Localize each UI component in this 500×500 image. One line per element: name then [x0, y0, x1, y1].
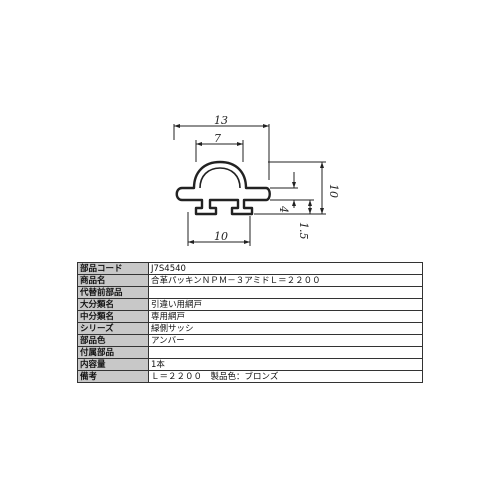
spec-table: 部品コード J7S4540 商品名 合革パッキンＮＰＭ－３アミドＬ＝２２００ 代… — [77, 262, 423, 383]
dim-overall-width: 13 — [214, 114, 228, 127]
row-label: 商品名 — [77, 274, 149, 287]
row-label: 大分類名 — [77, 298, 149, 311]
row-value: 緑側サッシ — [148, 322, 423, 335]
gasket-outline — [175, 160, 271, 216]
dim-bottom-width: 10 — [214, 230, 228, 243]
row-label: 付属部品 — [77, 346, 149, 359]
dome-inner-line — [199, 167, 241, 189]
row-label: シリーズ — [77, 322, 149, 335]
row-value: J7S4540 — [148, 262, 423, 275]
row-label: 部品コード — [77, 262, 149, 275]
row-value: 専用網戸 — [148, 310, 423, 323]
profile-drawing: 13 7 4 1.5 10 10 — [160, 112, 340, 258]
table-row: 代替前部品 — [77, 286, 423, 299]
dim-top-width: 7 — [214, 132, 221, 145]
row-value — [148, 346, 423, 359]
row-label: 中分類名 — [77, 310, 149, 323]
row-value: Ｌ＝２２００ 製品色：ブロンズ — [148, 370, 423, 383]
row-value: 1本 — [148, 358, 423, 371]
table-row: 部品色 アンバー — [77, 334, 423, 347]
dim-height-a: 4 — [277, 205, 290, 213]
dim-overall-height: 10 — [327, 184, 340, 198]
table-row: シリーズ 緑側サッシ — [77, 322, 423, 335]
row-value: アンバー — [148, 334, 423, 347]
table-row: 大分類名 引違い用網戸 — [77, 298, 423, 311]
table-row: 商品名 合革パッキンＮＰＭ－３アミドＬ＝２２００ — [77, 274, 423, 287]
row-value — [148, 286, 423, 299]
table-row: 備考 Ｌ＝２２００ 製品色：ブロンズ — [77, 370, 423, 383]
row-label: 内容量 — [77, 358, 149, 371]
dim-height-b: 1.5 — [297, 222, 310, 240]
row-value: 引違い用網戸 — [148, 298, 423, 311]
row-label: 部品色 — [77, 334, 149, 347]
row-label: 備考 — [77, 370, 149, 383]
gasket-cross-section: 13 7 4 1.5 10 10 — [173, 114, 340, 246]
table-row: 部品コード J7S4540 — [77, 262, 423, 275]
table-row: 中分類名 専用網戸 — [77, 310, 423, 323]
row-label: 代替前部品 — [77, 286, 149, 299]
table-row: 付属部品 — [77, 346, 423, 359]
row-value: 合革パッキンＮＰＭ－３アミドＬ＝２２００ — [148, 274, 423, 287]
table-row: 内容量 1本 — [77, 358, 423, 371]
